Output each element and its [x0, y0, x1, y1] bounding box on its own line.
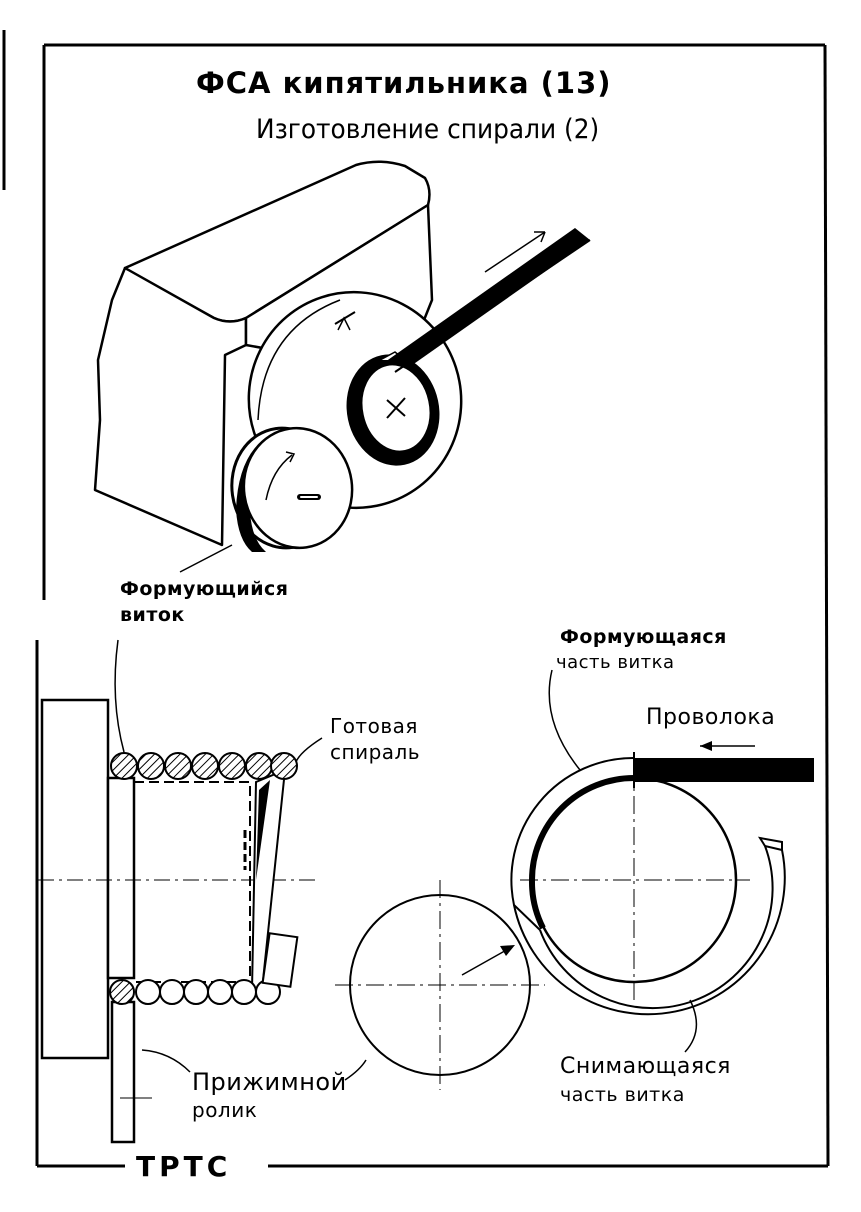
page-title: ФСА кипятильника (13) [196, 66, 612, 100]
page-frame [2, 30, 830, 1168]
label-forming-part-1: Формующаяся [560, 626, 727, 648]
mandrel [346, 351, 440, 466]
label-forming-part-2: часть витка [556, 652, 675, 673]
label-forming-coil-1: Формующийся [120, 578, 289, 600]
forming-diagram [335, 669, 814, 1090]
page-subtitle: Изготовление спирали (2) [256, 114, 600, 145]
label-finished-spiral-2: спираль [330, 740, 421, 764]
label-wire: Проволока [646, 705, 776, 730]
label-removed-part-1: Снимающаяся [560, 1054, 731, 1079]
label-finished-spiral-1: Готовая [330, 714, 418, 738]
label-forming-coil-2: виток [120, 604, 185, 626]
wire-feed [385, 228, 591, 373]
knurled-roller [230, 426, 354, 552]
leader-forming-coil [179, 544, 233, 573]
label-removed-part-2: часть витка [560, 1084, 685, 1106]
footer-brand: ТРТС [136, 1150, 232, 1183]
label-pressure-roller-2: ролик [192, 1098, 258, 1122]
spiral-section [38, 639, 323, 1144]
label-pressure-roller-1: Прижимной [192, 1068, 347, 1096]
